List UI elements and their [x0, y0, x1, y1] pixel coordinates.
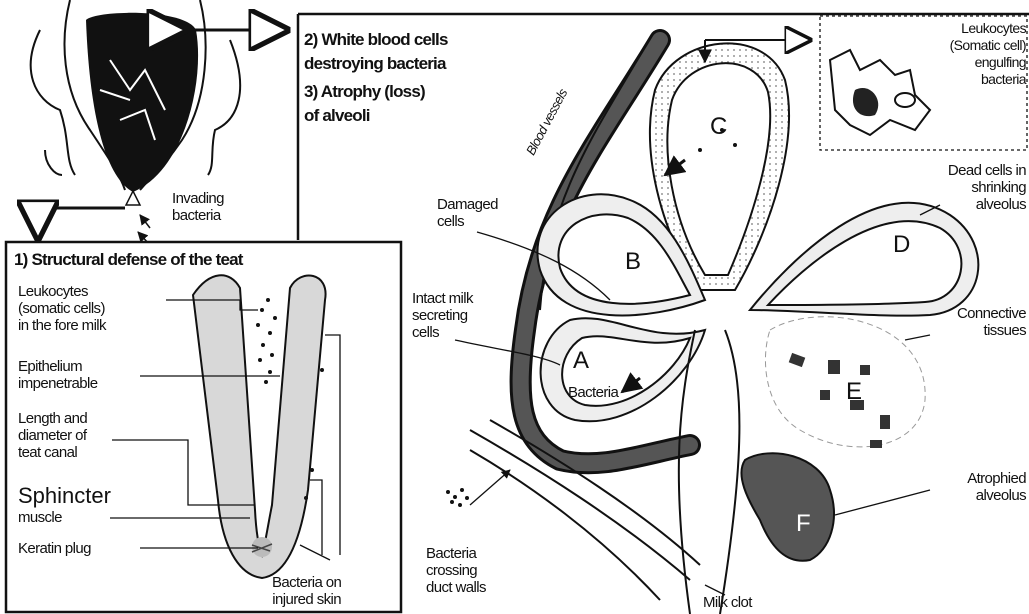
connective-tissues-label: Connective tissues: [920, 305, 1026, 339]
alveolus-e-letter: E: [846, 383, 861, 400]
sphincter-muscle-label: muscle: [18, 509, 62, 526]
alveolus-a-letter: A: [573, 352, 588, 369]
leukocytes-label: Leukocytes (somatic cells) in the fore m…: [18, 283, 106, 334]
teat-canal-label: Length and diameter of teat canal: [18, 410, 87, 461]
alveolus-d-letter: D: [893, 236, 910, 253]
panel3-title: 3) Atrophy (loss) of alveoli: [304, 80, 425, 128]
leukocytes-engulfing-label: Leukocytes (Somatic cell) engulfing bact…: [930, 20, 1026, 88]
sphincter-label: Sphincter: [18, 484, 111, 508]
alveolus-f-letter: F: [796, 515, 810, 532]
invading-bacteria-label: Invading bacteria: [172, 190, 224, 224]
damaged-cells-label: Damaged cells: [437, 196, 498, 230]
bacteria-label: Bacteria: [568, 384, 618, 401]
alveolus-f: [741, 453, 833, 561]
alveolus-b-letter: B: [625, 253, 640, 270]
alveolus-c-letter: C: [710, 118, 727, 135]
panel1-title: 1) Structural defense of the teat: [14, 248, 243, 272]
bacteria-crossing-label: Bacteria crossing duct walls: [426, 545, 486, 596]
milk-clot-label: Milk clot: [703, 594, 752, 611]
panel2-title: 2) White blood cells destroying bacteria: [304, 28, 448, 76]
bacteria-injured-skin-label: Bacteria on injured skin: [272, 574, 341, 608]
atrophied-alveolus-label: Atrophied alveolus: [930, 470, 1026, 504]
keratin-plug-label: Keratin plug: [18, 540, 91, 557]
epithelium-label: Epithelium impenetrable: [18, 358, 98, 392]
dead-cells-label: Dead cells in shrinking alveolus: [908, 162, 1026, 213]
intact-cells-label: Intact milk secreting cells: [412, 290, 473, 341]
